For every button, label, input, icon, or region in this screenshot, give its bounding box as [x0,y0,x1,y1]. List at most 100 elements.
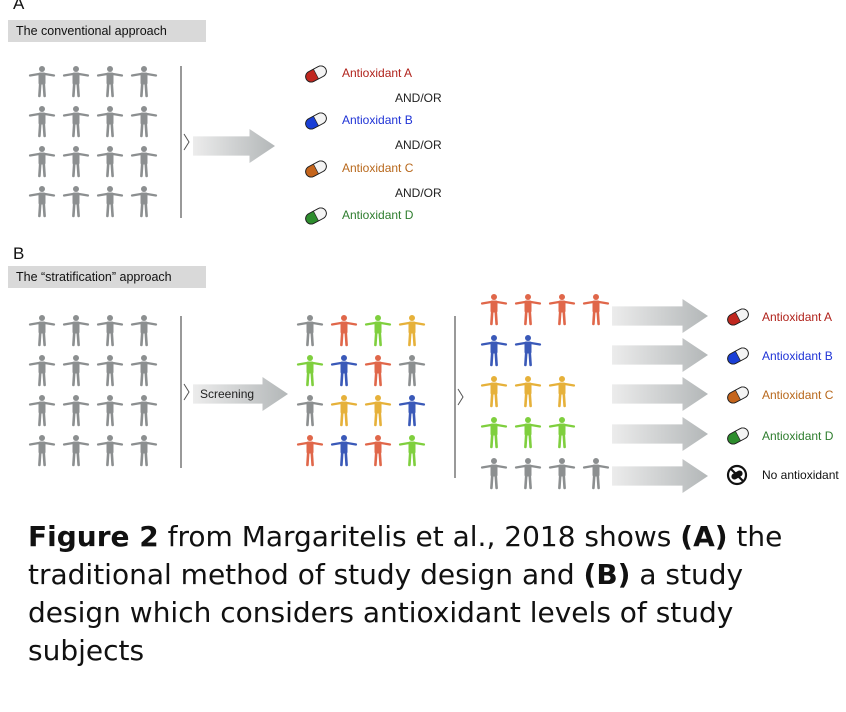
panel-a-letter: A [13,0,25,13]
panel-b-crowd-person [28,315,56,347]
group-arrow-1 [612,299,708,333]
panel-a-crowd-person [62,146,90,178]
screened-crowd-person [296,355,324,387]
panel-a-crowd-person [62,186,90,218]
panel-a-crowd-person [62,66,90,98]
panel-a-andor-2: AND/OR [395,138,442,152]
screened-crowd-person [398,435,426,467]
stratified-group-1-person [548,294,576,326]
caption-a-label: (A) [680,520,728,553]
stratified-group-1-person [480,294,508,326]
screened-crowd-person [398,395,426,427]
screened-crowd-person [296,315,324,347]
panel-a-title: The conventional approach [8,20,206,42]
screened-crowd-person [364,315,392,347]
screened-crowd-person [296,435,324,467]
screened-crowd-person [398,315,426,347]
group-arrow-4 [612,417,708,451]
panel-a-andor-1: AND/OR [395,91,442,105]
panel-b-crowd-person [28,435,56,467]
screened-crowd-person [330,395,358,427]
panel-b-title: The “stratification” approach [8,266,206,288]
screened-crowd-person [364,355,392,387]
panel-a-crowd-person [28,66,56,98]
panel-b-crowd-person [130,395,158,427]
caption-text-2: the traditional method of study design a… [28,520,783,591]
panel-a-brace [180,66,190,218]
no-capsule-icon [726,464,748,486]
panel-a-label-c: Antioxidant C [342,161,414,175]
panel-b-crowd-person [62,315,90,347]
panel-b-crowd-person [62,435,90,467]
panel-a-crowd-person [130,186,158,218]
panel-a-andor-3: AND/OR [395,186,442,200]
screened-crowd-person [330,435,358,467]
capsule-red-icon [727,308,749,326]
stratified-group-5-person [548,458,576,490]
panel-b-crowd-person [28,395,56,427]
capsule-blue-icon [305,112,327,130]
panel-b-crowd-person [96,395,124,427]
panel-a-crowd-person [96,106,124,138]
panel-a-crowd-person [96,146,124,178]
screened-crowd-person [330,315,358,347]
panel-b-label-d: Antioxidant D [762,429,834,443]
panel-a-crowd-person [28,186,56,218]
panel-a-crowd-person [62,106,90,138]
panel-b-crowd-person [62,355,90,387]
panel-a-crowd-person [28,106,56,138]
panel-b-label-a: Antioxidant A [762,310,833,324]
stratified-group-4-person [548,417,576,449]
stratified-group-2-person [514,335,542,367]
panel-a-label-d: Antioxidant D [342,208,414,222]
screening-label: Screening [200,387,255,401]
group-arrow-5 [612,459,708,493]
caption-figure-label: Figure 2 [28,520,159,553]
screened-crowd-person [364,395,392,427]
capsule-orange-icon [727,386,749,404]
panel-a-crowd-person [28,146,56,178]
screened-crowd-person [330,355,358,387]
screened-crowd-person [398,355,426,387]
capsule-red-icon [305,65,327,83]
panel-b-crowd-person [96,355,124,387]
stratified-group-5-person [514,458,542,490]
panel-b-crowd-person [130,315,158,347]
stratified-group-1-person [514,294,542,326]
panel-a-crowd-person [96,66,124,98]
stratified-group-5-person [480,458,508,490]
capsule-orange-icon [305,160,327,178]
panel-a-label-a: Antioxidant A [342,66,413,80]
capsule-green-icon [305,207,327,225]
screened-crowd-person [296,395,324,427]
capsule-blue-icon [727,347,749,365]
stratified-group-5-person [582,458,610,490]
screening-arrow [193,377,288,411]
stratify-brace [454,316,464,478]
panel-a-crowd-person [130,106,158,138]
panel-b-label-c: Antioxidant C [762,388,834,402]
stratified-group-3-person [480,376,508,408]
panel-b-label-b: Antioxidant B [762,349,833,363]
figure-caption: Figure 2 from Margaritelis et al., 2018 … [28,518,828,670]
caption-b-label: (B) [583,558,631,591]
panel-b-crowd-person [28,355,56,387]
panel-b-crowd-person [96,315,124,347]
stratified-group-2-person [480,335,508,367]
panel-b-crowd-person [62,395,90,427]
panel-b-crowd-person [96,435,124,467]
panel-b-crowd-person [130,355,158,387]
caption-text-3: a study design which considers antioxida… [28,558,744,667]
stratified-group-1-person [582,294,610,326]
screened-crowd-person [364,435,392,467]
panel-a-label-b: Antioxidant B [342,113,413,127]
group-arrow-2 [612,338,708,372]
panel-a-crowd-person [130,66,158,98]
panel-b-label-none: No antioxidant [762,468,839,482]
panel-b-crowd-person [130,435,158,467]
caption-text-1: from Margaritelis et al., 2018 shows [158,520,681,553]
stratified-group-3-person [548,376,576,408]
stratified-group-4-person [480,417,508,449]
panel-a-arrow [193,129,275,163]
